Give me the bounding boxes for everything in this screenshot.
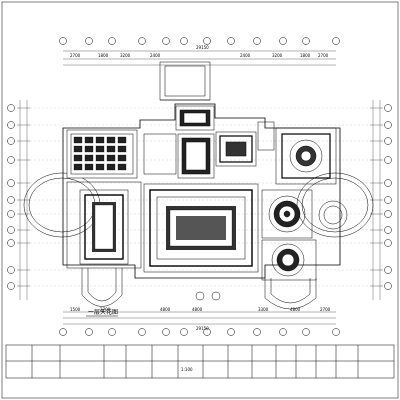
top-dimension-chain xyxy=(63,50,336,66)
right-top-circle-room xyxy=(275,127,337,185)
grid-bubble xyxy=(279,328,287,336)
right-mid-circle-room xyxy=(261,189,313,239)
bottom-dimension-chain xyxy=(63,311,336,325)
grid-bubble xyxy=(162,37,170,45)
grid-bubble xyxy=(138,37,146,45)
top-dim-label: 3200 xyxy=(272,53,283,58)
grid-bubble xyxy=(85,37,93,45)
tb-cell: 1:100 xyxy=(181,367,193,372)
bottom-dimension-labels: 1500 2700 4800 4800 3300 4800 2700 xyxy=(70,307,331,312)
bottom-dim-label: 2700 xyxy=(100,307,111,312)
grid-bubble xyxy=(302,37,310,45)
bottom-dim-label: 4800 xyxy=(192,307,203,312)
coffer-grid xyxy=(73,136,127,171)
grid-bubble xyxy=(203,328,211,336)
grid-bubble xyxy=(85,328,93,336)
grid-bubble xyxy=(180,328,188,336)
overall-dimension-top: 29150 xyxy=(196,45,209,50)
bottom-dim-label: 4800 xyxy=(290,307,301,312)
central-large-room xyxy=(143,183,259,273)
top-dim-label: 3200 xyxy=(120,53,131,58)
top-dim-label: 2700 xyxy=(318,53,329,58)
grid-bubble xyxy=(253,37,261,45)
grid-bubble xyxy=(279,37,287,45)
top-dim-label: 2700 xyxy=(70,53,81,58)
top-dim-label: 1800 xyxy=(98,53,109,58)
top-dim-label: 1800 xyxy=(300,53,311,58)
overall-dimension-bottom: 29150 xyxy=(196,326,209,331)
bay-window-right xyxy=(264,278,317,310)
grid-bubble xyxy=(253,328,261,336)
grid-bubble xyxy=(180,37,188,45)
top-grid-bubbles xyxy=(59,37,340,45)
right-dimension-chain xyxy=(370,100,383,300)
title-block-row2: 1:100 xyxy=(181,367,193,372)
top-dim-label: 2400 xyxy=(240,53,251,58)
grid-bubble xyxy=(138,328,146,336)
section-markers xyxy=(195,291,221,301)
grid-bubble xyxy=(332,328,340,336)
left-lower-room xyxy=(66,181,142,269)
grid-bubble xyxy=(162,328,170,336)
grid-bubble xyxy=(332,37,340,45)
grid-bubble xyxy=(108,37,116,45)
plan-outline xyxy=(62,103,341,279)
left-dimension-chain xyxy=(17,100,30,300)
grid-bubble xyxy=(302,328,310,336)
right-grid-bubbles xyxy=(384,104,392,290)
top-dimension-labels: 2700 1800 3200 2400 2400 3200 1800 2700 xyxy=(70,53,329,58)
bottom-dim-label: 3300 xyxy=(258,307,269,312)
bottom-dim-label: 4800 xyxy=(160,307,171,312)
grid-bubble xyxy=(203,37,211,45)
bottom-dim-label: 1500 xyxy=(70,307,81,312)
left-grid-bubbles xyxy=(7,104,15,290)
right-lower-circle-room xyxy=(261,239,317,281)
bottom-dim-label: 2700 xyxy=(320,307,331,312)
decorative-ring-right xyxy=(296,172,374,238)
grid-bubble xyxy=(108,328,116,336)
grid-bubble xyxy=(59,328,67,336)
grid-bubble xyxy=(227,328,235,336)
grid-bubble xyxy=(59,37,67,45)
bottom-grid-bubbles xyxy=(59,328,340,336)
decorative-ring-left xyxy=(23,172,101,238)
right-side-circle xyxy=(318,200,348,230)
bay-window-left xyxy=(81,268,123,307)
entrance-porch xyxy=(159,61,211,101)
grid-bubble xyxy=(227,37,235,45)
title-block xyxy=(5,344,395,379)
top-dim-label: 2400 xyxy=(150,53,161,58)
central-top-rooms xyxy=(143,105,275,179)
